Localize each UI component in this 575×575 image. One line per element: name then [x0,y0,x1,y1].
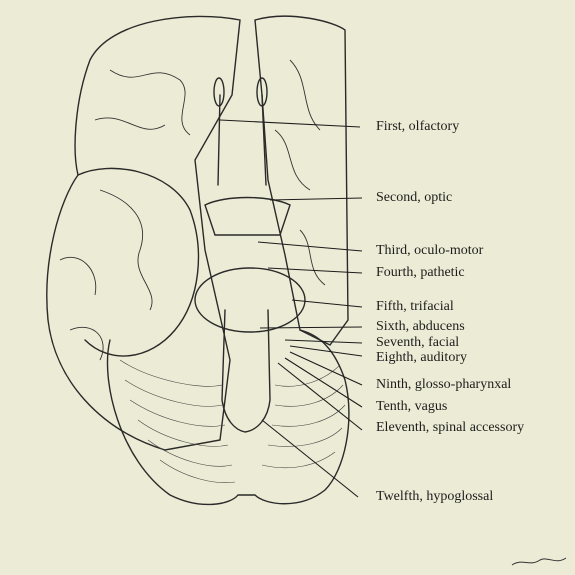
label-second-optic: Second, optic [376,190,452,206]
label-fourth-pathetic: Fourth, pathetic [376,265,465,281]
pons [195,268,305,332]
optic-chiasm [205,198,290,236]
label-eighth-auditory: Eighth, auditory [376,350,467,366]
label-third-oculomotor: Third, oculo-motor [376,243,483,259]
leader-third [258,242,362,251]
leader-eleventh [278,363,362,430]
leader-second [270,198,362,200]
right-frontal-lobe [255,16,348,345]
artist-signature [512,558,566,565]
left-olfactory-tract [218,95,220,185]
leader-sixth [260,327,362,328]
leader-first [220,120,360,127]
label-twelfth-hypoglossal: Twelfth, hypoglossal [376,489,493,505]
leader-fifth [292,300,362,307]
label-tenth-vagus: Tenth, vagus [376,399,447,415]
label-first-olfactory: First, olfactory [376,119,459,135]
left-frontal-lobe [47,16,240,450]
label-sixth-abducens: Sixth, abducens [376,319,465,335]
cerebellum [108,330,349,504]
label-eleventh-spinal-accessory: Eleventh, spinal accessory [376,420,524,436]
leader-twelfth [262,420,358,497]
label-ninth-glossopharynxal: Ninth, glosso-pharynxal [376,377,511,393]
leader-eighth [290,346,362,356]
label-fifth-trifacial: Fifth, trifacial [376,299,454,315]
label-seventh-facial: Seventh, facial [376,335,459,351]
